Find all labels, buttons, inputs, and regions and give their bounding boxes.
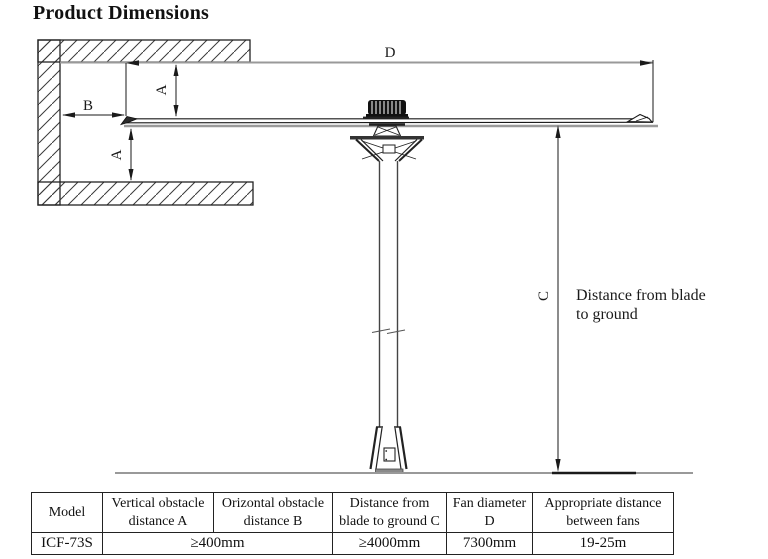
cell-d-value: 7300mm bbox=[446, 532, 533, 555]
header-distance-between-fans: Appropriate distance between fans bbox=[532, 492, 674, 533]
cell-c-value: ≥4000mm bbox=[332, 532, 447, 555]
svg-text:Distance from blade: Distance from blade bbox=[576, 287, 706, 304]
a-upper-label: A bbox=[154, 84, 170, 95]
hub-plate-top bbox=[363, 116, 409, 119]
fan-pole bbox=[378, 161, 399, 427]
d-dimension-label: D bbox=[385, 45, 396, 61]
mounting-bracket bbox=[350, 125, 424, 162]
header-blade-to-ground-c: Distance from blade to ground C bbox=[332, 492, 447, 533]
svg-text:to ground: to ground bbox=[576, 306, 638, 323]
header-horizontal-obstacle-b: Orizontal obstacle distance B bbox=[213, 492, 333, 533]
spec-table: Model Vertical obstacle distance A Orizo… bbox=[31, 492, 674, 555]
diagram-canvas: D bbox=[37, 39, 706, 475]
a-lower-label: A bbox=[109, 149, 125, 160]
header-fan-diameter-d: Fan diameter D bbox=[446, 492, 533, 533]
dimension-c bbox=[555, 125, 561, 472]
header-model: Model bbox=[31, 492, 103, 533]
fan-motor bbox=[363, 100, 409, 126]
cell-model: ICF-73S bbox=[31, 532, 103, 555]
dimension-a-lower bbox=[128, 128, 134, 181]
cell-ab-value: ≥400mm bbox=[102, 532, 333, 555]
dimension-d bbox=[125, 60, 654, 122]
page-title: Product Dimensions bbox=[33, 2, 210, 24]
dimension-b bbox=[62, 112, 125, 118]
dimension-a-upper bbox=[173, 64, 179, 117]
blade-winglet-left bbox=[119, 116, 139, 126]
header-vertical-obstacle-a: Vertical obstacle distance A bbox=[102, 492, 214, 533]
wall-section bbox=[37, 39, 254, 206]
b-dimension-label: B bbox=[83, 98, 93, 114]
pole-base bbox=[369, 426, 408, 474]
c-dimension-label: C bbox=[536, 291, 552, 301]
table-row: ICF-73S ≥400mm ≥4000mm 7300mm 19-25m bbox=[31, 532, 674, 555]
c-annotation: Distance from blade to ground bbox=[576, 287, 706, 323]
pole-break-symbol bbox=[371, 328, 406, 335]
blade-winglet-right bbox=[626, 113, 654, 123]
cell-spacing-value: 19-25m bbox=[532, 532, 674, 555]
hub-plate-bottom bbox=[369, 123, 405, 126]
